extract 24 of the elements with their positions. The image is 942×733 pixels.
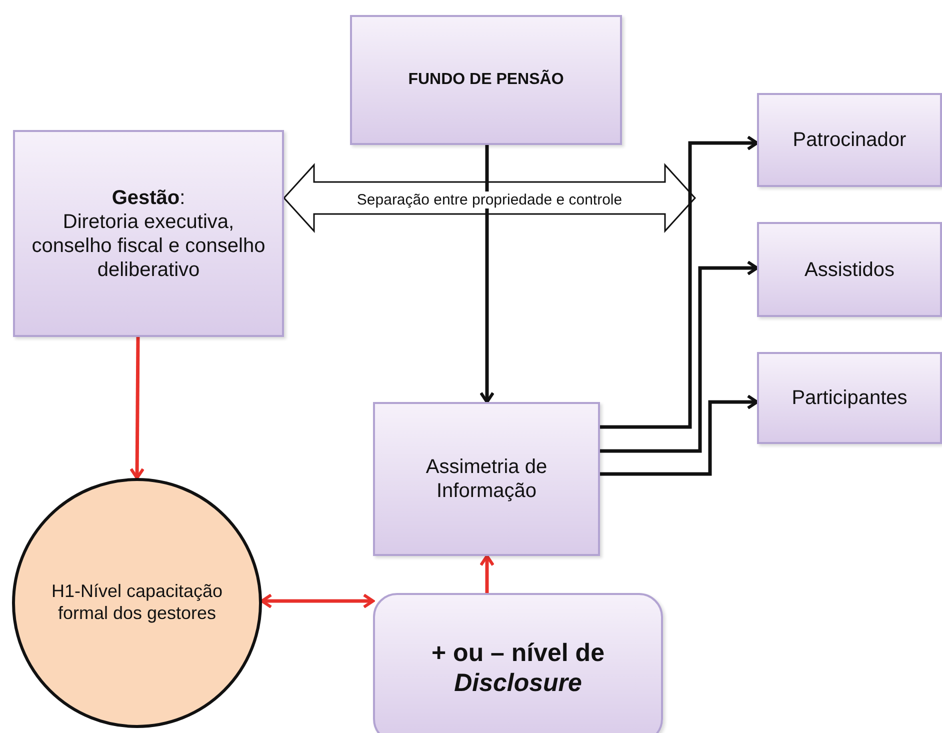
- process-box: [13, 130, 284, 337]
- node-text: Diretoria executiva, conselho fiscal e conselho deliberativo: [30, 210, 266, 282]
- process-box: [373, 402, 600, 556]
- arrow: [130, 336, 145, 480]
- node-text: + ou – nível de Disclosure: [430, 638, 606, 698]
- node-text: Patrocinador: [792, 128, 906, 152]
- stakeholder-box: [757, 352, 942, 444]
- node-text: Participantes: [792, 386, 908, 410]
- stakeholder-box: [757, 93, 942, 187]
- arrow: [480, 554, 494, 593]
- stakeholder-box: [757, 222, 942, 317]
- arrow: [600, 394, 758, 476]
- heading-text: Gestão:: [112, 186, 186, 210]
- entity-box: [350, 15, 622, 145]
- rounded-box: [373, 593, 663, 733]
- node-text: H1-Nível capacitação formal dos gestores: [50, 581, 224, 625]
- arrow: [260, 594, 374, 608]
- arrow: [600, 260, 758, 453]
- node-text: FUNDO DE PENSÃO: [408, 70, 564, 90]
- arrow: [600, 136, 758, 429]
- edge-label: Separação entre propriedade e controle: [354, 192, 624, 208]
- node-text: Assistidos: [804, 258, 895, 282]
- arrow: [480, 145, 494, 404]
- node-text: Assimetria de Informação: [424, 455, 548, 503]
